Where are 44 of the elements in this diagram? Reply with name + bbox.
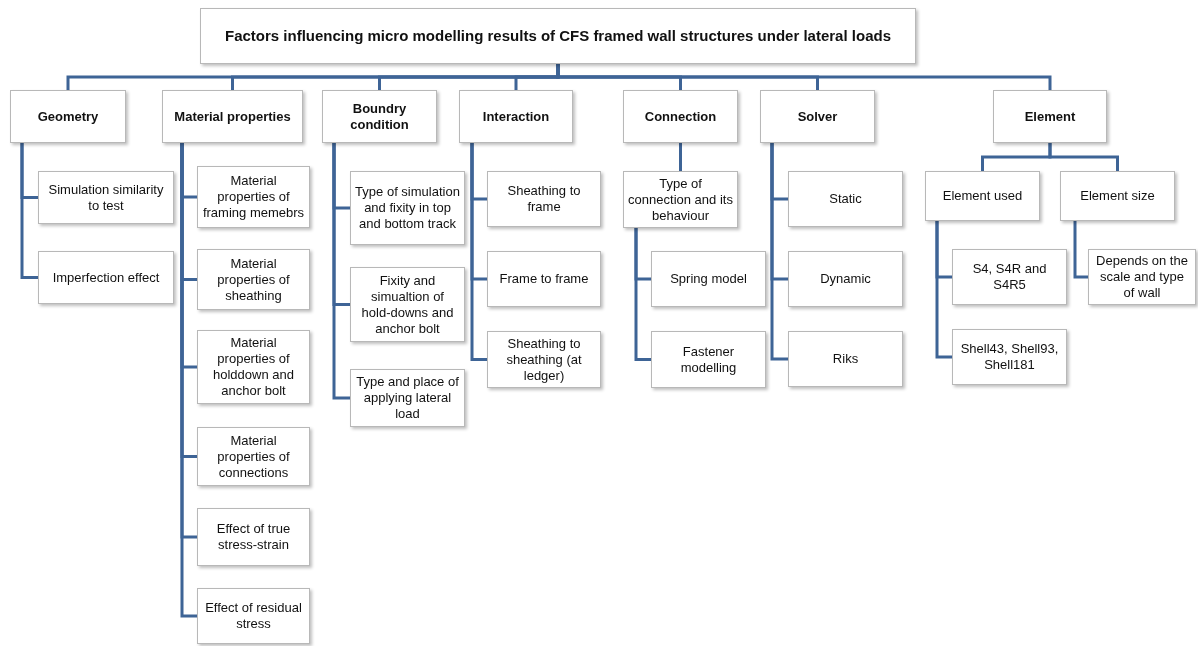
factor-box: Effect of residual stress [197, 588, 310, 644]
factor-box: S4, S4R and S4R5 [952, 249, 1067, 305]
factor-box: Sheathing to sheathing (at ledger) [487, 331, 601, 388]
factor-box: Spring model [651, 251, 766, 307]
category-box: Geometry [10, 90, 126, 143]
connector-line [679, 143, 682, 171]
factor-box: Type of connection and its behaviour [623, 171, 738, 228]
connector-line [634, 228, 651, 361]
factor-box: Element size [1060, 171, 1175, 221]
connector-line [180, 143, 197, 618]
factor-box: Element used [925, 171, 1040, 221]
factor-box: Sheathing to frame [487, 171, 601, 227]
factor-box: Riks [788, 331, 903, 387]
category-box: Material properties [162, 90, 303, 143]
category-box: Boundry condition [322, 90, 437, 143]
connector-line [332, 143, 350, 400]
factor-box: Frame to frame [487, 251, 601, 307]
connector-line [470, 143, 487, 361]
factor-box: Material properties of sheathing [197, 249, 310, 310]
connector-line [20, 143, 38, 279]
factor-box: Shell43, Shell93, Shell181 [952, 329, 1067, 385]
connector-line [1048, 143, 1119, 171]
connector-line [1073, 221, 1088, 279]
factor-box: Material properties of holddown and anchor bolt [197, 330, 310, 404]
factor-box: Type of simulation and fixity in top and bottom track [350, 171, 465, 245]
factor-box: Simulation similarity to test [38, 171, 174, 224]
factor-box: Imperfection effect [38, 251, 174, 304]
category-box: Connection [623, 90, 738, 143]
factor-box: Material properties of framing memebrs [197, 166, 310, 228]
factor-box: Static [788, 171, 903, 227]
factor-box: Fastener modelling [651, 331, 766, 388]
title-box: Factors influencing micro modelling results of CFS framed wall structures under lateral loads [200, 8, 916, 64]
factor-box: Type and place of applying lateral load [350, 369, 465, 427]
category-box: Solver [760, 90, 875, 143]
factor-box: Effect of true stress-strain [197, 508, 310, 566]
factor-box: Material properties of connections [197, 427, 310, 486]
connector-line [770, 143, 788, 361]
category-box: Interaction [459, 90, 573, 143]
factor-box: Depends on the scale and type of wall [1088, 249, 1196, 305]
factor-box: Dynamic [788, 251, 903, 307]
factor-box: Fixity and simualtion of hold-downs and anchor bolt [350, 267, 465, 342]
category-box: Element [993, 90, 1107, 143]
connector-line [935, 221, 952, 359]
connector-line [556, 64, 1052, 90]
